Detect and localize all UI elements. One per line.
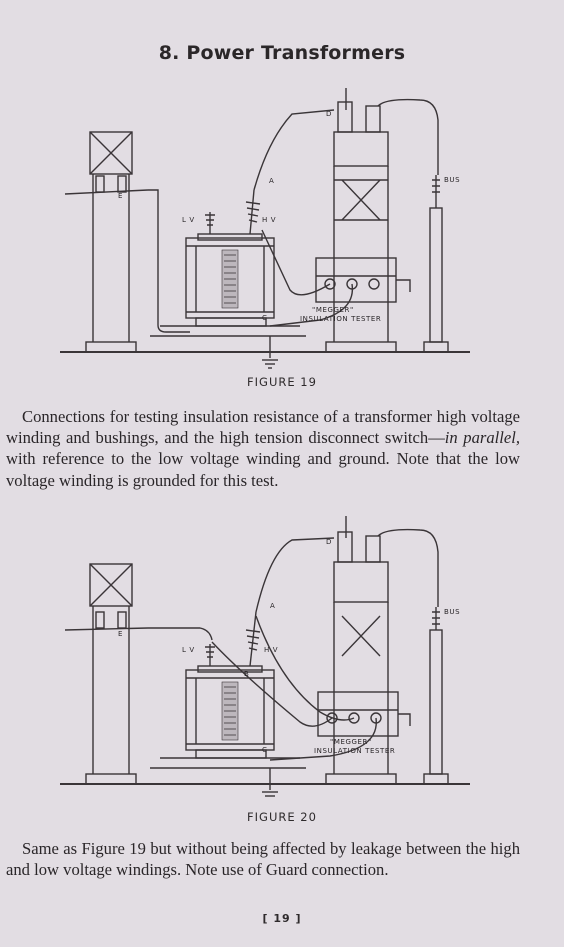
fig20-label-bus: BUS bbox=[444, 608, 460, 616]
figure-20-description: Same as Figure 19 but without being affe… bbox=[6, 838, 520, 880]
fig19-label-insulation-tester: INSULATION TESTER bbox=[300, 315, 381, 323]
fig20-label-e: E bbox=[118, 630, 123, 638]
fig20-text: Same as Figure 19 but without being affe… bbox=[6, 839, 520, 880]
fig20-label-c: C bbox=[262, 746, 268, 754]
fig20-label-a: A bbox=[270, 602, 275, 610]
figure-19-caption: FIGURE 19 bbox=[247, 375, 317, 389]
fig19-text-part-1: Connections for testing insulation resis… bbox=[6, 407, 520, 448]
fig19-text-emphasis: in parallel, bbox=[444, 428, 520, 448]
fig19-label-bus: BUS bbox=[444, 176, 460, 184]
fig19-label-lv: L V bbox=[182, 216, 195, 224]
fig20-label-b: B bbox=[244, 670, 249, 678]
fig19-label-a: A bbox=[269, 177, 274, 185]
figure-20-diagram: D BUS A B E L V H V C "MEGGER" INSULATIO… bbox=[0, 512, 564, 802]
figure-20-caption: FIGURE 20 bbox=[247, 810, 317, 824]
fig19-label-e: E bbox=[118, 192, 123, 200]
fig19-label-c: C bbox=[262, 314, 268, 322]
fig20-label-hv: H V bbox=[264, 646, 278, 654]
figure-19-description: Connections for testing insulation resis… bbox=[6, 406, 520, 491]
fig19-label-hv: H V bbox=[262, 216, 276, 224]
fig19-label-megger: "MEGGER" bbox=[312, 306, 354, 314]
fig19-text-part-3: with reference to the low voltage windin… bbox=[6, 449, 520, 490]
fig19-label-d: D bbox=[326, 110, 332, 118]
figure-19-diagram: D BUS A E L V H V C "MEGGER" INSULATION … bbox=[0, 80, 564, 380]
fig20-label-d: D bbox=[326, 538, 332, 546]
page-number: [ 19 ] bbox=[262, 912, 302, 925]
fig20-label-lv: L V bbox=[182, 646, 195, 654]
fig20-label-insulation-tester: INSULATION TESTER bbox=[314, 747, 395, 755]
fig20-label-megger: "MEGGER" bbox=[330, 738, 372, 746]
fig19-switch-box bbox=[89, 131, 133, 175]
page-heading: 8. Power Transformers bbox=[158, 42, 406, 64]
